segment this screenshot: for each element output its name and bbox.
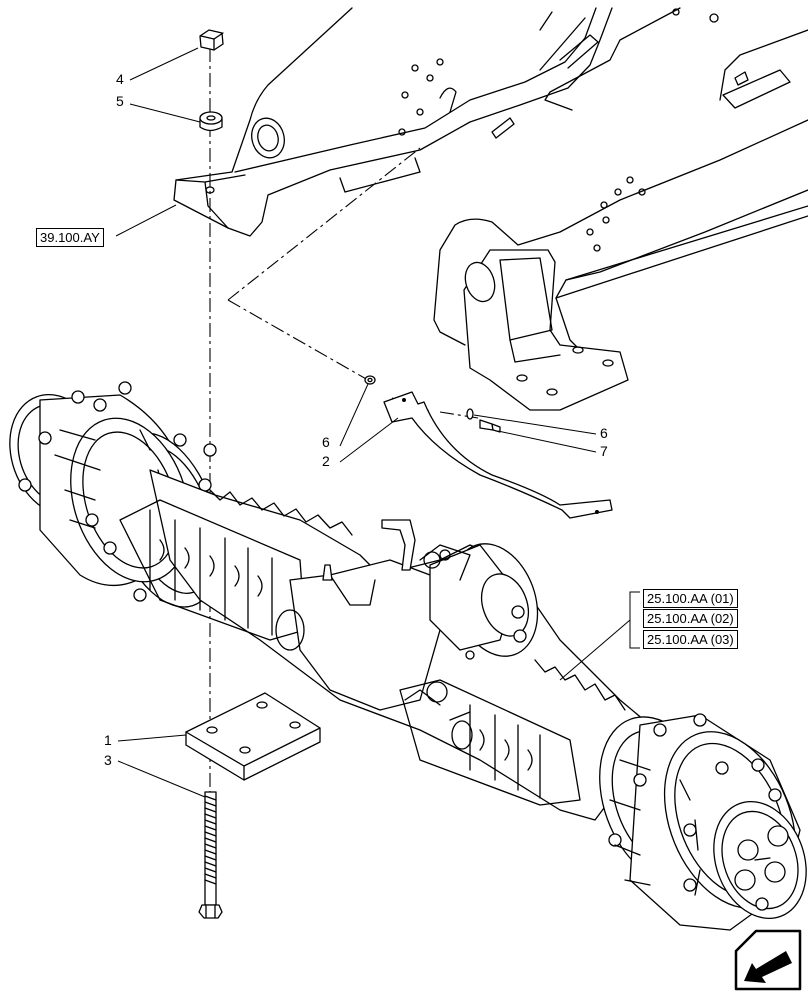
axle-reference-link-02[interactable]: 25.100.AA (02) bbox=[643, 609, 738, 628]
callout-4: 4 bbox=[116, 71, 124, 87]
callout-labels: 4 5 6 2 6 7 1 3 bbox=[104, 71, 608, 768]
axle-reference-link-03[interactable]: 25.100.AA (03) bbox=[643, 630, 738, 649]
long-bolt-part bbox=[198, 791, 223, 919]
axle-assembly bbox=[9, 381, 807, 931]
washer-part bbox=[199, 111, 223, 132]
callout-6-right: 6 bbox=[600, 425, 608, 441]
washer-part-left bbox=[364, 375, 376, 385]
washer-part-right bbox=[466, 408, 474, 420]
chassis-frame bbox=[173, 7, 808, 411]
spacer-plate-part bbox=[185, 692, 321, 781]
callout-5: 5 bbox=[116, 93, 124, 109]
callout-6-left: 6 bbox=[322, 434, 330, 450]
callout-1: 1 bbox=[104, 732, 112, 748]
callout-7: 7 bbox=[600, 443, 608, 459]
nut-part bbox=[199, 29, 224, 51]
support-bracket-part bbox=[383, 391, 613, 519]
callout-2: 2 bbox=[322, 453, 330, 469]
next-page-arrow-icon[interactable] bbox=[734, 929, 802, 991]
frame-reference-link[interactable]: 39.100.AY bbox=[36, 228, 104, 247]
bolt-part-small bbox=[479, 419, 501, 433]
axle-reference-link-01[interactable]: 25.100.AA (01) bbox=[643, 589, 738, 608]
leader-lines bbox=[115, 47, 640, 798]
callout-3: 3 bbox=[104, 752, 112, 768]
